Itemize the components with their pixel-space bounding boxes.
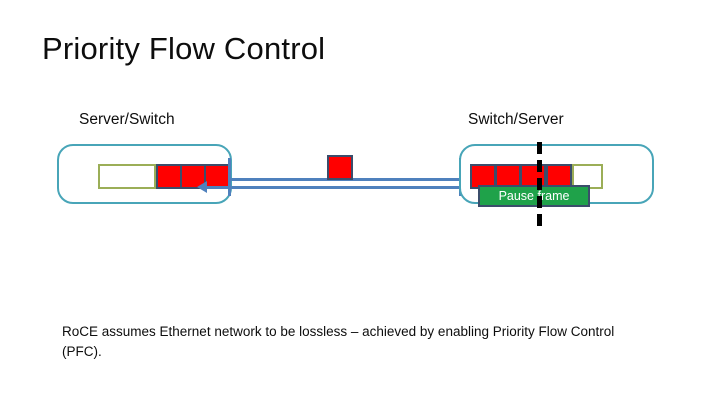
in-flight-packet bbox=[327, 155, 353, 180]
link-line-lower bbox=[200, 186, 462, 189]
left-link-stub bbox=[228, 158, 231, 196]
left-packet-2 bbox=[180, 164, 206, 189]
link-arrow-left-icon bbox=[197, 181, 207, 193]
page-title: Priority Flow Control bbox=[42, 31, 326, 66]
dashed-divider bbox=[537, 142, 542, 230]
left-packet-1 bbox=[156, 164, 182, 189]
pause-frame-badge: Pause frame bbox=[478, 185, 590, 207]
body-caption: RoCE assumes Ethernet network to be loss… bbox=[62, 324, 615, 359]
left-buffer-empty-slot bbox=[98, 164, 156, 189]
left-endpoint-label: Server/Switch bbox=[79, 111, 175, 128]
right-endpoint-label: Switch/Server bbox=[468, 111, 564, 128]
